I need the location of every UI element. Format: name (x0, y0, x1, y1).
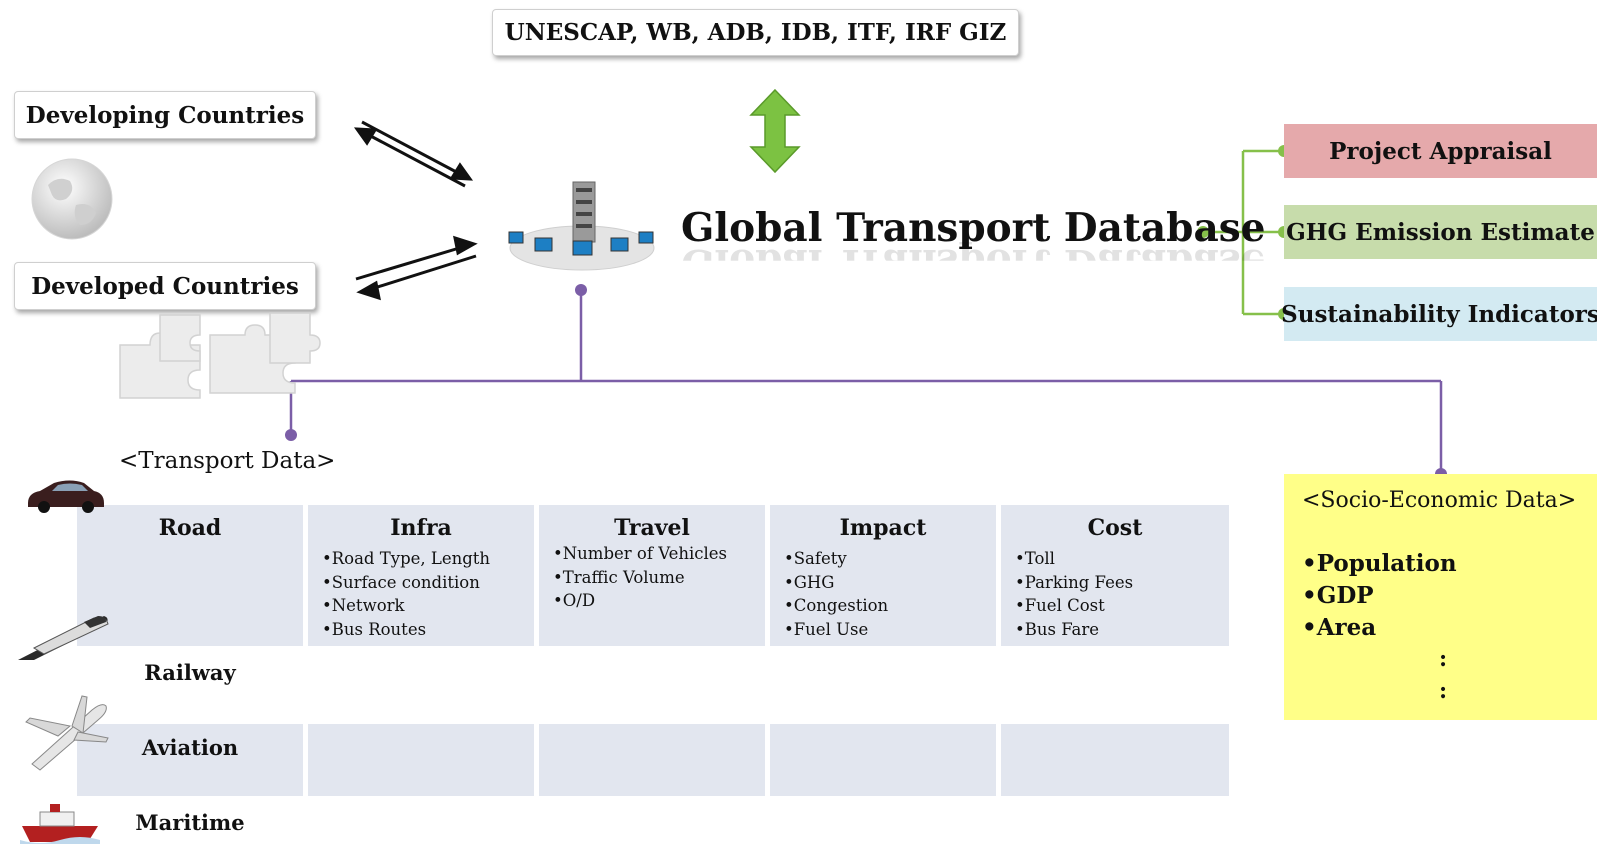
developed-countries-label: Developed Countries (31, 272, 299, 300)
organizations-label: UNESCAP, WB, ADB, IDB, ITF, IRF GIZ (504, 19, 1007, 46)
list-item: Congestion (784, 594, 888, 618)
impact-list: Safety GHG Congestion Fuel Use (784, 547, 888, 641)
travel-title: Travel (614, 515, 690, 541)
table-cell-cost: Cost Toll Parking Fees Fuel Cost Bus Far… (1001, 505, 1229, 646)
list-item: Network (322, 594, 490, 618)
train-icon (18, 616, 109, 660)
database-title: Global Transport Database (681, 205, 1266, 251)
table-cell-impact: Impact Safety GHG Congestion Fuel Use (770, 505, 996, 646)
table-row-aviation (77, 724, 303, 796)
table-cell (770, 724, 996, 796)
list-item: Surface condition (322, 571, 490, 595)
maritime-label: Maritime (135, 810, 245, 835)
list-item: Safety (784, 547, 888, 571)
table-cell (308, 724, 534, 796)
list-item: Area (1302, 612, 1457, 644)
table-cell-infra: Infra Road Type, Length Surface conditio… (308, 505, 534, 646)
organizations-box: UNESCAP, WB, ADB, IDB, ITF, IRF GIZ (492, 9, 1019, 56)
project-appraisal-label: Project Appraisal (1329, 137, 1552, 165)
ghg-emission-box: GHG Emission Estimate (1284, 205, 1597, 259)
green-node-db (1197, 226, 1209, 238)
impact-title: Impact (839, 515, 927, 541)
ship-icon (20, 804, 100, 844)
table-cell-travel: Travel Number of Vehicles Traffic Volume… (539, 505, 765, 646)
exchange-arrows-bottom (355, 235, 478, 301)
project-appraisal-box: Project Appraisal (1284, 124, 1597, 178)
transport-data-label: <Transport Data> (119, 448, 336, 474)
list-item: O/D (553, 589, 727, 613)
cost-list: Toll Parking Fees Fuel Cost Bus Fare (1015, 547, 1133, 641)
table-cell-road: Road (77, 505, 303, 646)
socio-economic-list: Population GDP Area (1302, 548, 1457, 644)
aviation-label: Aviation (141, 735, 239, 760)
table-cell (1001, 724, 1229, 796)
list-item: GDP (1302, 580, 1457, 612)
socio-economic-title: <Socio-Economic Data> (1302, 488, 1577, 513)
globe-icon (31, 158, 113, 240)
list-item: Fuel Use (784, 618, 888, 642)
list-item: Fuel Cost (1015, 594, 1133, 618)
server-network-icon (508, 181, 655, 271)
list-item: Number of Vehicles (553, 542, 727, 566)
sustainability-indicators-label: Sustainability Indicators (1281, 300, 1597, 328)
list-item: GHG (784, 571, 888, 595)
list-item: Population (1302, 548, 1457, 580)
list-item: Toll (1015, 547, 1133, 571)
cost-title: Cost (1087, 515, 1143, 541)
purple-node-top (575, 284, 587, 296)
list-item: Road Type, Length (322, 547, 490, 571)
puzzle-icon (119, 312, 321, 399)
road-label: Road (158, 515, 222, 541)
list-item: Bus Fare (1015, 618, 1133, 642)
transport-table: Road Infra Road Type, Length Surface con… (77, 505, 1229, 845)
continuation-dots-2: : (1439, 678, 1448, 704)
car-icon (28, 480, 104, 513)
railway-label: Railway (144, 660, 236, 685)
double-arrow-icon (749, 88, 801, 174)
list-item: Bus Routes (322, 618, 490, 642)
purple-connector (289, 290, 1443, 474)
sustainability-indicators-box: Sustainability Indicators (1281, 287, 1597, 341)
airplane-icon (25, 695, 109, 771)
ghg-emission-label: GHG Emission Estimate (1286, 218, 1595, 246)
developing-countries-label: Developing Countries (25, 101, 305, 129)
exchange-arrows-top (353, 120, 474, 188)
developed-countries-box: Developed Countries (14, 262, 316, 310)
travel-list: Number of Vehicles Traffic Volume O/D (553, 542, 727, 613)
infra-list: Road Type, Length Surface condition Netw… (322, 547, 490, 641)
developing-countries-box: Developing Countries (14, 91, 316, 139)
list-item: Traffic Volume (553, 566, 727, 590)
list-item: Parking Fees (1015, 571, 1133, 595)
continuation-dots-1: : (1439, 646, 1448, 672)
green-connector (1203, 149, 1284, 316)
table-cell (539, 724, 765, 796)
socio-economic-box: <Socio-Economic Data> Population GDP Are… (1284, 474, 1597, 720)
purple-node-left (285, 429, 297, 441)
infra-title: Infra (390, 515, 452, 541)
